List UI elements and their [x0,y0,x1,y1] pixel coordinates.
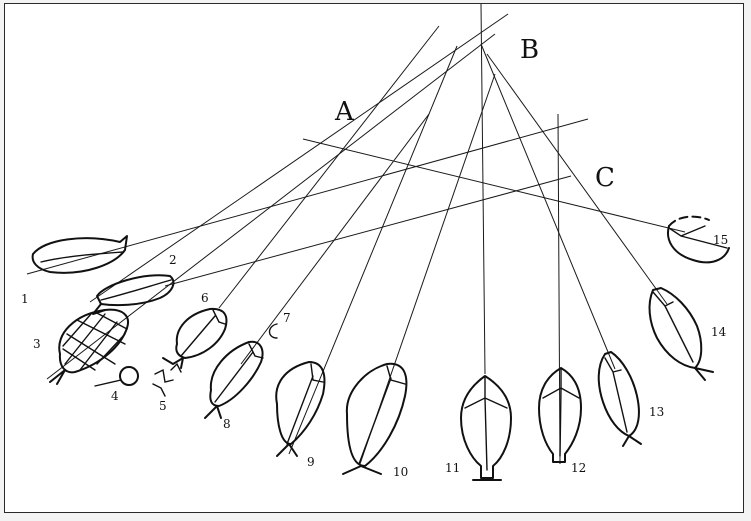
fish-number-label: 15 [713,233,728,247]
fish-12 [538,367,582,463]
fish-6 [162,307,228,369]
fish-5 [152,362,182,397]
fish-number-label: 7 [283,311,291,325]
ray-line [302,138,686,233]
ray-line [288,45,458,455]
fish-3 [49,308,129,385]
fish-11 [460,375,512,481]
fish-number-label: 2 [169,253,177,267]
fish-4 [94,366,139,387]
ray-line [240,113,430,365]
fish-number-label: 11 [445,461,460,475]
fish-2 [92,274,175,315]
label-b: B [520,35,539,65]
fish-13 [597,351,642,447]
fish-number-label: 10 [393,465,408,479]
fish-1 [31,235,128,274]
fish-14 [648,287,714,381]
fish-15 [667,215,730,264]
label-a: A [334,97,355,127]
fish-number-label: 5 [159,399,167,413]
fish-number-labels: 1 2 3 4 5 6 7 8 9 10 11 12 13 14 15 [21,233,728,479]
ray-line [218,25,440,309]
label-c: C [595,163,615,193]
fish-number-label: 14 [711,325,727,339]
fish-number-label: 9 [307,455,315,469]
fish-number-label: 6 [201,291,209,305]
ray-line [557,113,561,465]
fish-diagram: A B C [21,4,730,481]
ray-line [480,43,616,370]
fish-number-label: 1 [21,292,29,306]
fish-8 [204,340,264,419]
fish-number-label: 12 [571,461,586,475]
ray-line [480,4,486,375]
ray-line [89,13,509,303]
fish-number-label: 8 [223,417,231,431]
fish-number-label: 13 [649,405,664,419]
ray-line [486,53,668,305]
ray-lines [26,4,686,465]
fish-number-label: 4 [111,389,119,403]
fish-10 [342,362,408,475]
fish-number-label: 3 [33,337,41,351]
fish-9 [275,361,326,457]
fish-7 [268,323,278,339]
ray-line [26,118,589,275]
figure-frame: A B C [4,3,744,513]
ray-line [164,175,572,287]
